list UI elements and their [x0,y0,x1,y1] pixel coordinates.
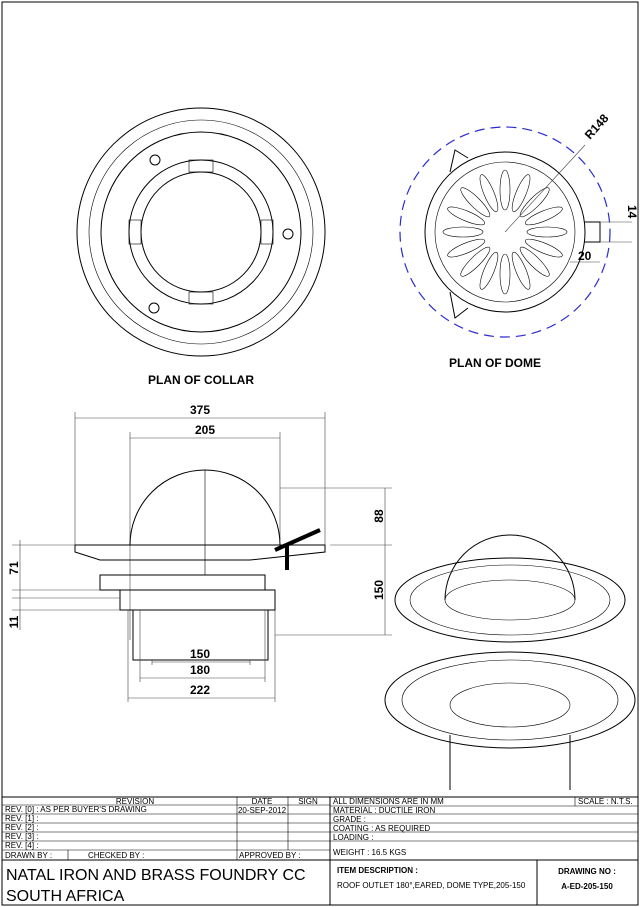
dome-slot [479,251,499,290]
material: MATERIAL : DUCTILE IRON [333,806,435,815]
company-country: SOUTH AFRICA [6,888,125,905]
dome-slot [460,246,491,277]
dome-slot [519,187,550,218]
collar-label: PLAN OF COLLAR [148,373,254,387]
dome-slot [511,251,531,290]
dome-slot [447,206,486,226]
dome-slot [479,174,499,213]
checked-by: CHECKED BY : [88,851,144,860]
bolt-hole [148,302,160,314]
rev-0: REV. [0] : AS PER BUYER'S DRAWING [5,805,147,814]
dome-slot [499,253,511,295]
dome-slot [526,226,568,238]
dome-slot [524,238,563,258]
dim-71: 71 [7,561,21,575]
dim-r148: R148 [582,111,612,142]
item-description-label: ITEM DESCRIPTION : [337,866,418,875]
bolt-hole [149,154,161,166]
dome-slot [447,238,486,258]
dome-slot [460,187,491,218]
dimensions-note: ALL DIMENSIONS ARE IN MM [333,797,444,806]
dome-label: PLAN OF DOME [449,356,541,370]
coating: COATING : AS REQUIRED [333,824,430,833]
sign-header: SIGN [298,797,318,806]
dim-150-vertical: 150 [372,580,386,600]
section-view: 375 205 88 150 71 11 150 180 222 [7,403,392,702]
dim-180: 180 [190,663,210,677]
dim-11: 11 [7,615,21,628]
dim-222: 222 [190,683,210,697]
revision-header: REVISION [116,797,154,806]
approved-by: APPROVED BY : [239,851,301,860]
rev-3: REV. [3] : [5,832,39,841]
dim-88: 88 [372,509,386,523]
dim-150: 150 [190,647,210,661]
plan-of-dome: R148 14 20 PLAN OF DOME [399,111,639,370]
dome-slot [442,226,484,238]
date-header: DATE [252,797,273,806]
grade: GRADE : [333,815,366,824]
dim-14: 14 [625,205,639,219]
dome-slot [519,246,550,277]
drawn-by: DRAWN BY : [5,851,52,860]
bolt-hole [282,228,294,240]
title-block: REVISION DATE SIGN REV. [0] : AS PER BUY… [1,796,639,906]
dim-375: 375 [190,403,210,417]
isometric-view [384,534,636,790]
dome-slot [524,206,563,226]
plan-of-collar: PLAN OF COLLAR [76,107,326,387]
company-name: NATAL IRON AND BRASS FOUNDRY CC [6,867,306,884]
scale: SCALE : N.T.S. [578,797,633,806]
drawing-no-label: DRAWING NO : [558,867,616,876]
rev-0-date: 20-SEP-2012 [238,806,287,815]
item-description: ROOF OUTLET 180°,EARED, DOME TYPE,205-15… [337,881,526,890]
dim-20: 20 [578,249,592,263]
dim-205: 205 [195,423,215,437]
rev-2: REV. [2] : [5,823,39,832]
weight: WEIGHT : 16.5 KGS [333,848,406,857]
rev-4: REV. [4] : [5,841,39,850]
dome-slot [499,169,511,211]
dome-slot [511,174,531,213]
drawing-no: A-ED-205-150 [561,882,613,891]
loading: LOADING : [333,833,373,842]
rev-1: REV. [1] : [5,814,39,823]
